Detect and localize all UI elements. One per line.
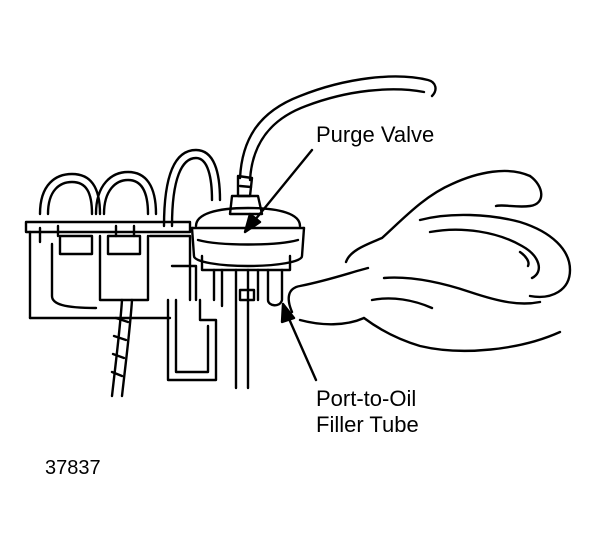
figure-number: 37837 bbox=[45, 457, 101, 479]
port-label-line-2: Filler Tube bbox=[316, 412, 419, 437]
port-leader bbox=[280, 302, 318, 382]
purge-valve-leader bbox=[243, 148, 314, 234]
port-to-oil-filler-tube-label: Port-to-Oil Filler Tube bbox=[316, 386, 419, 438]
purge-valve bbox=[190, 194, 306, 390]
port-label-line-1: Port-to-Oil bbox=[316, 386, 417, 411]
purge-valve-label: Purge Valve bbox=[316, 122, 435, 147]
hand-illustration bbox=[287, 169, 572, 353]
engine-manifold bbox=[24, 148, 222, 398]
